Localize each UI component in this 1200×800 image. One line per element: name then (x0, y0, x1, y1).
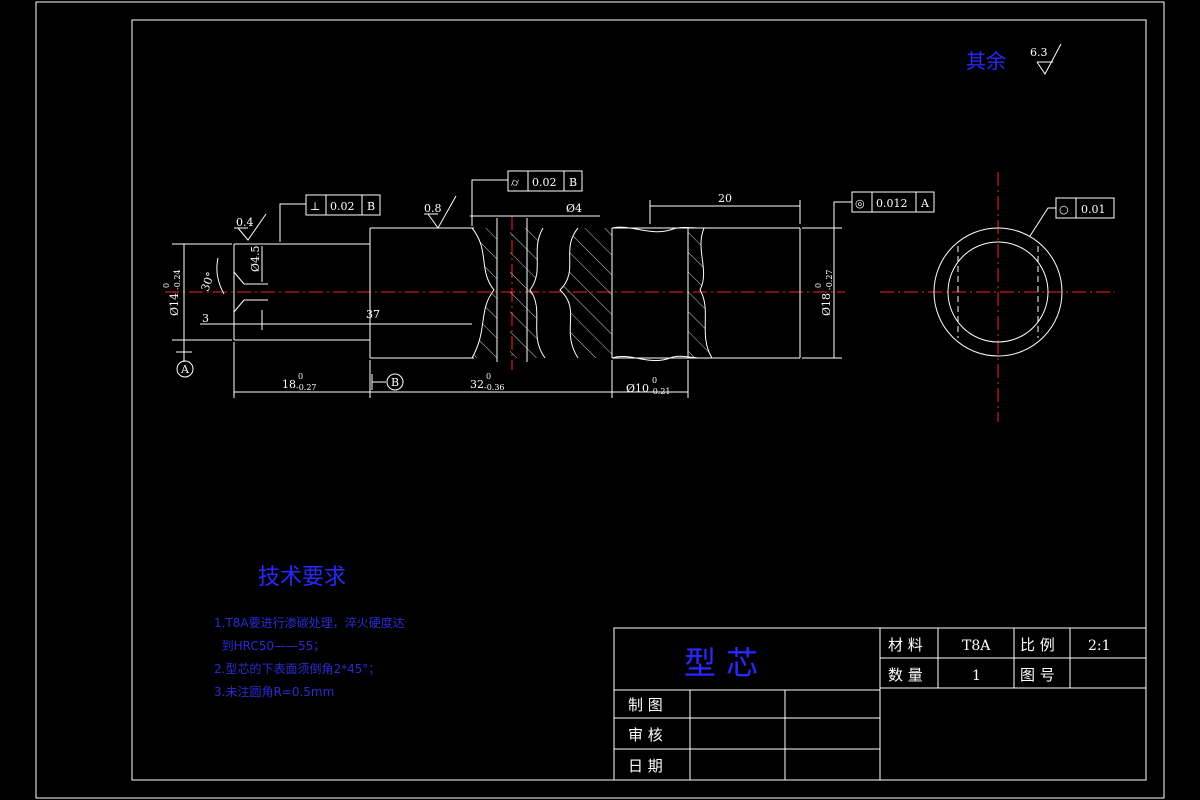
requirement-line-4: 3.未注圆角R=0.5mm (214, 684, 334, 699)
title-block: 型 芯 材 料 T8A 比 例 2:1 数 量 1 图 号 制 图 审 核 日 … (613, 627, 1147, 781)
dim-hole: Ø4.5 (249, 245, 262, 272)
datum-a-label: A (180, 363, 190, 376)
material-label: 材 料 (888, 636, 923, 654)
perp-symbol: ⊥ (310, 200, 320, 213)
checked-label: 审 核 (628, 726, 663, 744)
dim-3: 3 (202, 312, 209, 325)
hatch-3 (560, 228, 612, 358)
svg-text:32: 32 (470, 378, 484, 391)
round-value: 0.01 (1081, 203, 1106, 216)
perp-datum: B (367, 200, 375, 213)
drawing-no-label: 图 号 (1020, 666, 1055, 684)
dim-d18: Ø18 0 -0.27 (814, 269, 834, 316)
requirement-line-2: 到HRC50——55； (214, 639, 325, 653)
roughness-left: 0.4 (236, 216, 254, 229)
requirement-line-1: 1.T8A要进行渗碳处理，淬火硬度达 (214, 615, 405, 630)
svg-text:0: 0 (814, 283, 823, 288)
cyl-symbol: ⌭ (511, 176, 519, 189)
dim-18: 18 0 -0.27 (282, 372, 317, 392)
hatch-2 (510, 228, 545, 358)
surface-note-label: 其余 (966, 49, 1006, 73)
svg-text:-0.27: -0.27 (296, 383, 317, 392)
qty-value: 1 (972, 668, 981, 684)
svg-text:Ø10: Ø10 (626, 382, 649, 395)
conc-datum: A (920, 197, 930, 210)
perp-tolerance-frame: ⊥ 0.02 B (305, 194, 381, 216)
surface-roughness-note: 其余 6.3 (966, 43, 1062, 75)
conc-symbol: ◎ (855, 197, 865, 210)
drawn-label: 制 图 (628, 696, 663, 714)
datum-b-label: B (391, 376, 399, 389)
outer-frame (35, 1, 1165, 799)
conc-value: 0.012 (876, 197, 908, 210)
part-name: 型 芯 (684, 644, 758, 682)
scale-value: 2:1 (1088, 638, 1111, 654)
svg-text:-0.36: -0.36 (484, 383, 505, 392)
dim-20: 20 (718, 192, 732, 205)
dimensions (172, 179, 1056, 398)
hatch-4 (688, 228, 712, 358)
dim-d14: Ø14 0 -0.24 (162, 269, 182, 316)
dim-32: 32 0 -0.36 (470, 372, 505, 392)
round-tolerance-frame: ○ 0.01 (1055, 197, 1115, 219)
svg-text:0: 0 (298, 372, 303, 381)
material-value: T8A (962, 638, 991, 654)
cyl-value: 0.02 (532, 176, 557, 189)
dim-d10: Ø10 0 -0.21 (626, 376, 671, 396)
dim-37: 37 (366, 308, 380, 321)
surface-note-value: 6.3 (1030, 46, 1048, 59)
svg-text:0: 0 (486, 372, 491, 381)
dim-phi4: Ø4 (566, 202, 582, 215)
svg-text:-0.24: -0.24 (173, 269, 182, 290)
scale-label: 比 例 (1020, 636, 1055, 654)
conc-tolerance-frame: ◎ 0.012 A (851, 191, 935, 213)
svg-text:18: 18 (282, 378, 296, 391)
cyl-datum: B (569, 176, 577, 189)
requirements-title: 技术要求 (258, 565, 346, 590)
date-label: 日 期 (628, 757, 663, 775)
svg-text:Ø14: Ø14 (168, 293, 181, 316)
requirements: 技术要求 1.T8A要进行渗碳处理，淬火硬度达 到HRC50——55； 2.型芯… (214, 565, 405, 699)
svg-text:0: 0 (162, 283, 171, 288)
requirement-line-3: 2.型芯的下表面须倒角2*45°； (214, 661, 380, 676)
round-symbol: ○ (1059, 203, 1069, 216)
perp-value: 0.02 (330, 200, 355, 213)
svg-text:-0.27: -0.27 (825, 269, 834, 290)
svg-text:-0.21: -0.21 (650, 387, 671, 396)
svg-text:Ø18: Ø18 (820, 293, 833, 316)
side-view (933, 227, 1063, 357)
dim-angle: 30° (199, 270, 218, 293)
qty-label: 数 量 (888, 666, 923, 684)
roughness-mid: 0.8 (424, 202, 442, 215)
svg-text:0: 0 (652, 376, 657, 385)
cyl-tolerance-frame: ⌭ 0.02 B (507, 170, 583, 192)
